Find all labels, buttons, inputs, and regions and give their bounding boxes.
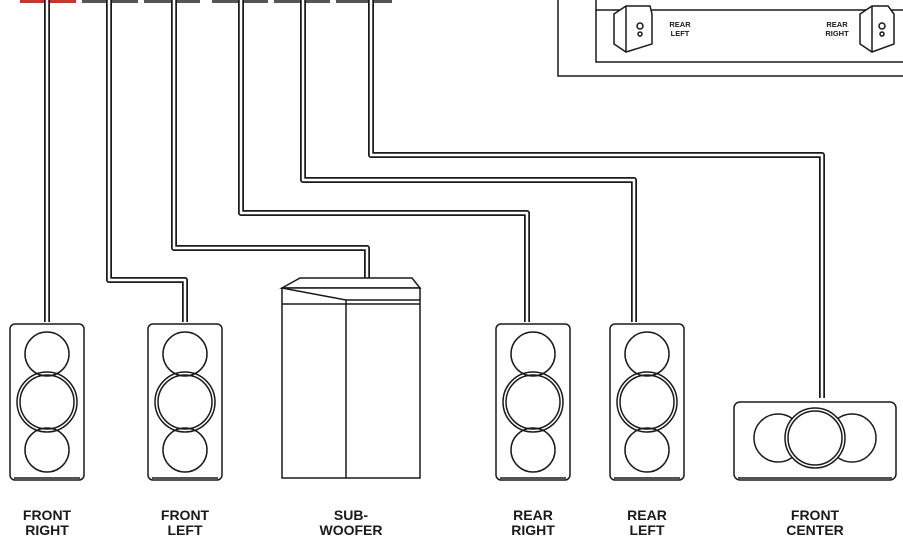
speaker-front-left-icon: [148, 324, 222, 480]
rear-left-label: REAR LEFT: [627, 507, 667, 538]
rear-right-label: REAR RIGHT: [511, 507, 555, 538]
front-center-label: FRONT CENTER: [786, 507, 844, 538]
amplifier-connectors: [20, 0, 392, 3]
speaker-rear-left-icon: [610, 324, 684, 480]
speaker-front-right-icon: [10, 324, 84, 480]
speaker-front-center-icon: [734, 402, 896, 480]
room-rear-right-speaker-icon: [860, 6, 894, 52]
cable-subwoofer-outer: [174, 0, 367, 280]
room-inset: [558, 0, 903, 76]
front-left-label: FRONT LEFT: [160, 507, 210, 538]
connector-front-center: [336, 0, 392, 3]
room-rear-left-label: REAR LEFT: [669, 20, 691, 38]
room-rear-right-label: REAR RIGHT: [825, 20, 849, 38]
front-right-label: FRONT RIGHT: [22, 507, 72, 538]
speaker-cables: [47, 0, 822, 398]
cable-rear-right-outer: [241, 0, 527, 322]
room-rear-left-speaker-icon: [614, 6, 652, 52]
speaker-rear-right-icon: [496, 324, 570, 480]
subwoofer-icon: [282, 278, 420, 478]
subwoofer-label: SUB- WOOFER: [319, 507, 383, 538]
